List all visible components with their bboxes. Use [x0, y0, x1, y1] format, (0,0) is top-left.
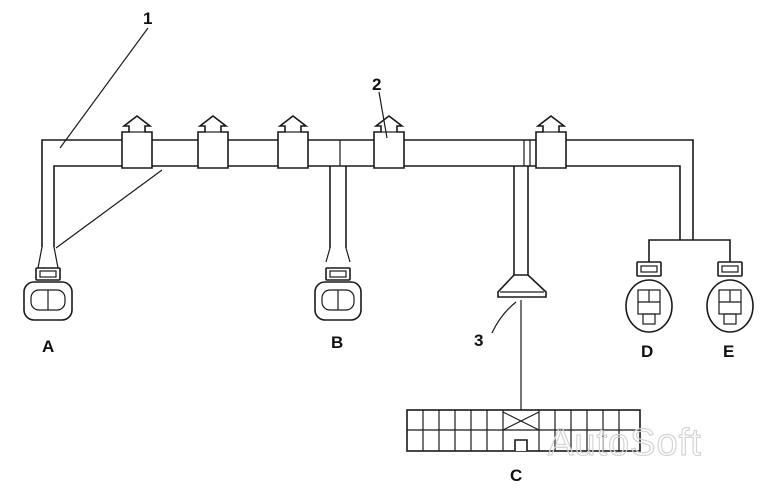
connector-d: [625, 261, 673, 333]
connector-e-label: E: [723, 342, 734, 361]
branch-b: [325, 166, 351, 263]
connector-b: [314, 267, 362, 321]
connector-a: [23, 246, 73, 321]
branch-de: [648, 239, 731, 262]
connector-d-label: D: [641, 342, 653, 361]
harness-clips: [121, 114, 567, 169]
harness-clip-2: [197, 114, 229, 169]
callout-2-label: 2: [372, 75, 381, 94]
connector-a-label: A: [42, 337, 54, 356]
branch-c: [497, 166, 547, 410]
harness-clip-1: [121, 114, 153, 169]
harness-clip-4: [373, 114, 405, 169]
connector-c-pin-grid: [422, 410, 620, 451]
harness-clip-5: [535, 114, 567, 169]
connector-e: [706, 261, 754, 333]
watermark-text: AutoSoft: [548, 422, 702, 464]
harness-trunk: [41, 139, 694, 247]
callout-3-label: 3: [474, 331, 483, 350]
harness-clip-3: [277, 114, 309, 169]
connector-c-label: C: [510, 466, 522, 485]
connector-b-label: B: [331, 333, 343, 352]
callout-1-label: 1: [143, 9, 152, 28]
leader-lines: [55, 27, 517, 334]
connector-c: [406, 409, 641, 452]
